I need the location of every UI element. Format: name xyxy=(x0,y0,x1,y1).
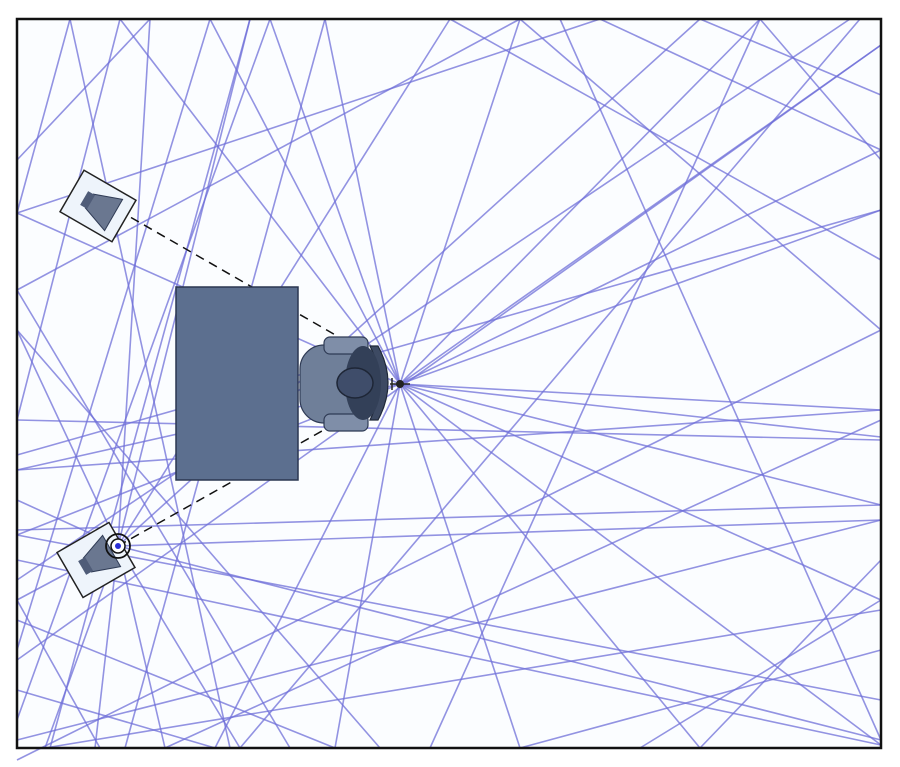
ray xyxy=(16,329,882,761)
direct-sound-paths xyxy=(117,209,366,547)
ray xyxy=(599,18,882,151)
ray xyxy=(399,383,882,411)
upper-speaker xyxy=(58,169,138,243)
ray xyxy=(16,18,521,291)
ray xyxy=(16,44,882,661)
ray xyxy=(16,504,882,531)
ray xyxy=(209,18,401,385)
ray xyxy=(519,649,882,749)
ray xyxy=(16,18,211,651)
ray xyxy=(117,545,166,749)
chair-armrest-bottom xyxy=(323,413,369,432)
ray xyxy=(16,18,121,421)
ray xyxy=(16,18,601,214)
direct-path-upper-speaker xyxy=(117,209,366,353)
ray xyxy=(16,18,851,581)
ray xyxy=(16,409,882,471)
reflection-rays xyxy=(16,18,882,761)
ray xyxy=(429,18,761,749)
ray xyxy=(699,559,882,749)
ray xyxy=(16,619,336,749)
ray xyxy=(117,519,882,547)
ray xyxy=(399,209,882,385)
source-ring-outer xyxy=(105,533,131,559)
listener xyxy=(336,346,381,420)
ray xyxy=(16,329,381,749)
ray xyxy=(117,18,251,547)
ray xyxy=(214,383,401,749)
sound-source-marker xyxy=(105,533,131,559)
ray xyxy=(16,689,216,749)
ray xyxy=(49,18,251,749)
ray xyxy=(699,18,882,96)
ray xyxy=(16,18,151,161)
lower-speaker-magnet xyxy=(78,557,94,575)
ray xyxy=(16,209,882,456)
ray xyxy=(399,383,701,749)
ray xyxy=(117,545,241,749)
ray xyxy=(449,18,882,261)
ray xyxy=(44,609,882,749)
ray xyxy=(324,18,401,385)
ray xyxy=(16,419,882,441)
ray xyxy=(399,383,521,749)
ray xyxy=(16,289,291,749)
ray xyxy=(399,383,882,601)
ray xyxy=(759,18,882,161)
source-dot xyxy=(115,543,121,549)
ray xyxy=(16,18,271,721)
ray xyxy=(519,18,882,331)
ray xyxy=(16,18,71,214)
ray xyxy=(399,383,882,506)
room-floor xyxy=(17,19,881,748)
ray xyxy=(399,149,882,385)
desk xyxy=(175,286,299,481)
microphone-icon xyxy=(390,378,410,390)
ray xyxy=(559,18,882,741)
ray xyxy=(639,599,882,749)
ray xyxy=(117,18,151,547)
ray xyxy=(16,559,882,746)
ray xyxy=(16,519,882,741)
direct-path-lower-speaker xyxy=(117,417,346,547)
room-walls xyxy=(15,17,883,750)
ray xyxy=(117,18,451,547)
listener-head xyxy=(336,367,374,399)
ray xyxy=(164,419,882,749)
ray xyxy=(399,18,521,385)
ray xyxy=(399,383,882,438)
ray xyxy=(16,329,119,547)
ray xyxy=(16,599,101,749)
ray xyxy=(119,18,401,385)
upper-speaker-magnet xyxy=(80,191,96,209)
ray xyxy=(239,18,861,749)
